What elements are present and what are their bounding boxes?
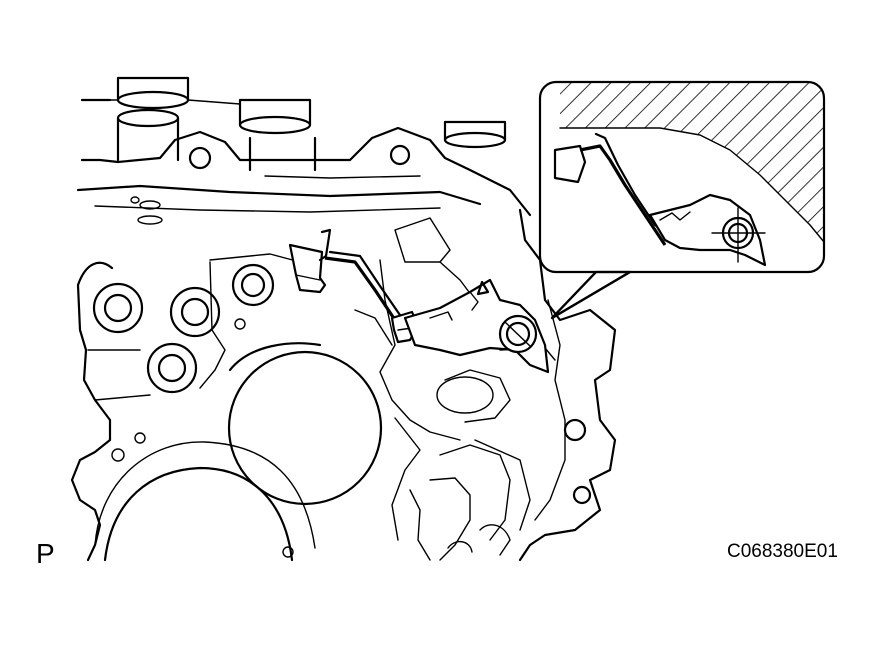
figure-id: C068380E01 — [727, 541, 838, 562]
detail-callout — [538, 80, 826, 320]
top-boss-left — [116, 76, 190, 102]
lower-bore — [103, 466, 294, 562]
top-boss-right — [443, 120, 507, 142]
case-body — [70, 76, 617, 562]
view-label: P — [36, 538, 55, 569]
top-boss-center — [238, 98, 312, 127]
parking-lock-pawl — [288, 228, 550, 374]
main-bore — [227, 350, 383, 506]
